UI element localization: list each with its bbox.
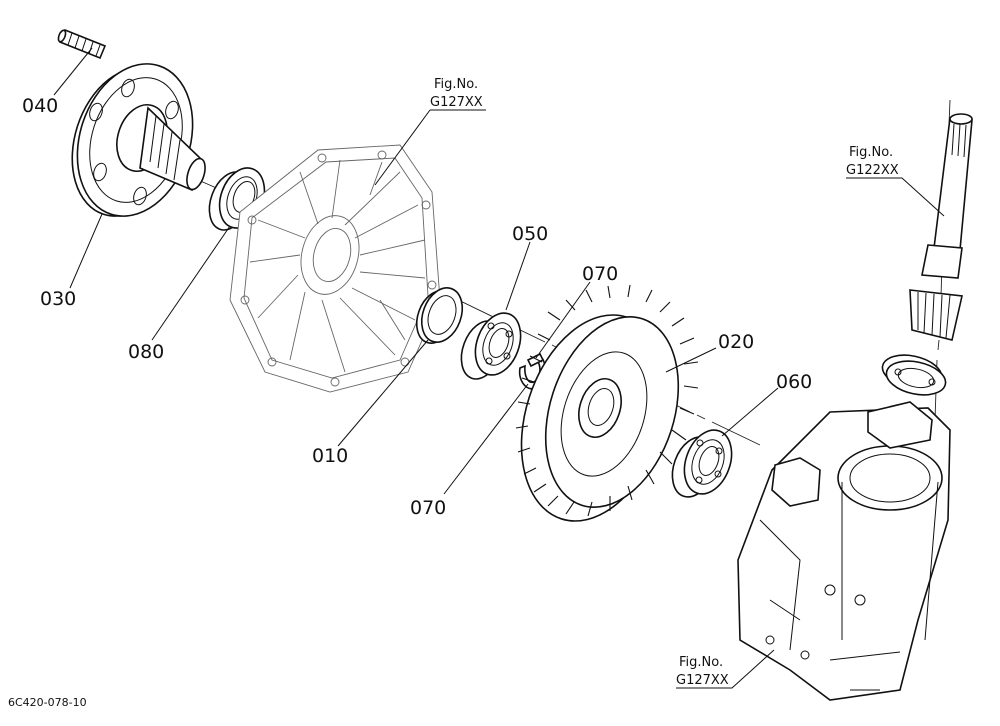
leader-upper-right-fig [846, 177, 945, 217]
fig-code-upper-center: G127XX [430, 95, 483, 110]
part-number-030: 030 [40, 288, 76, 310]
ball-bearing-060 [671, 429, 733, 498]
part-number-050: 050 [512, 223, 548, 245]
part-number-070-top: 070 [582, 263, 618, 285]
fig-label-upper-right: Fig.No. [849, 145, 893, 160]
part-number-070-bottom: 070 [410, 497, 446, 519]
leader-070-top [535, 281, 591, 359]
drawing-code: 6C420-078-10 [8, 696, 87, 709]
shim-010 [415, 287, 464, 344]
leader-040 [53, 47, 93, 96]
leader-020 [665, 347, 717, 373]
leader-070-bottom [443, 383, 529, 495]
ball-bearing-050 [460, 312, 522, 380]
part-number-080: 080 [128, 341, 164, 363]
bevel-gear-020 [515, 284, 699, 522]
pinion-bearing-reference [881, 354, 947, 396]
transmission-cover-reference [229, 144, 441, 393]
part-number-060: 060 [776, 371, 812, 393]
leader-upper-fig [374, 109, 486, 186]
fig-label-upper-center: Fig.No. [434, 77, 478, 92]
leader-050 [505, 241, 531, 311]
leader-010 [337, 339, 429, 447]
flange-shaft-030 [71, 63, 206, 217]
part-number-020: 020 [718, 331, 754, 353]
leader-080 [151, 225, 231, 341]
gear-teeth [515, 284, 699, 517]
pinion-shaft-reference [909, 113, 973, 341]
stud-bolt-040 [57, 28, 107, 60]
fig-code-lower-right: G127XX [676, 673, 729, 688]
leader-030 [69, 213, 103, 289]
part-number-040: 040 [22, 95, 58, 117]
leader-lower-right-fig [676, 649, 775, 689]
part-number-010: 010 [312, 445, 348, 467]
fig-label-lower-right: Fig.No. [679, 655, 723, 670]
fig-code-upper-right: G122XX [846, 163, 899, 178]
gear-housing-reference [737, 401, 951, 701]
leader-060 [721, 387, 779, 437]
